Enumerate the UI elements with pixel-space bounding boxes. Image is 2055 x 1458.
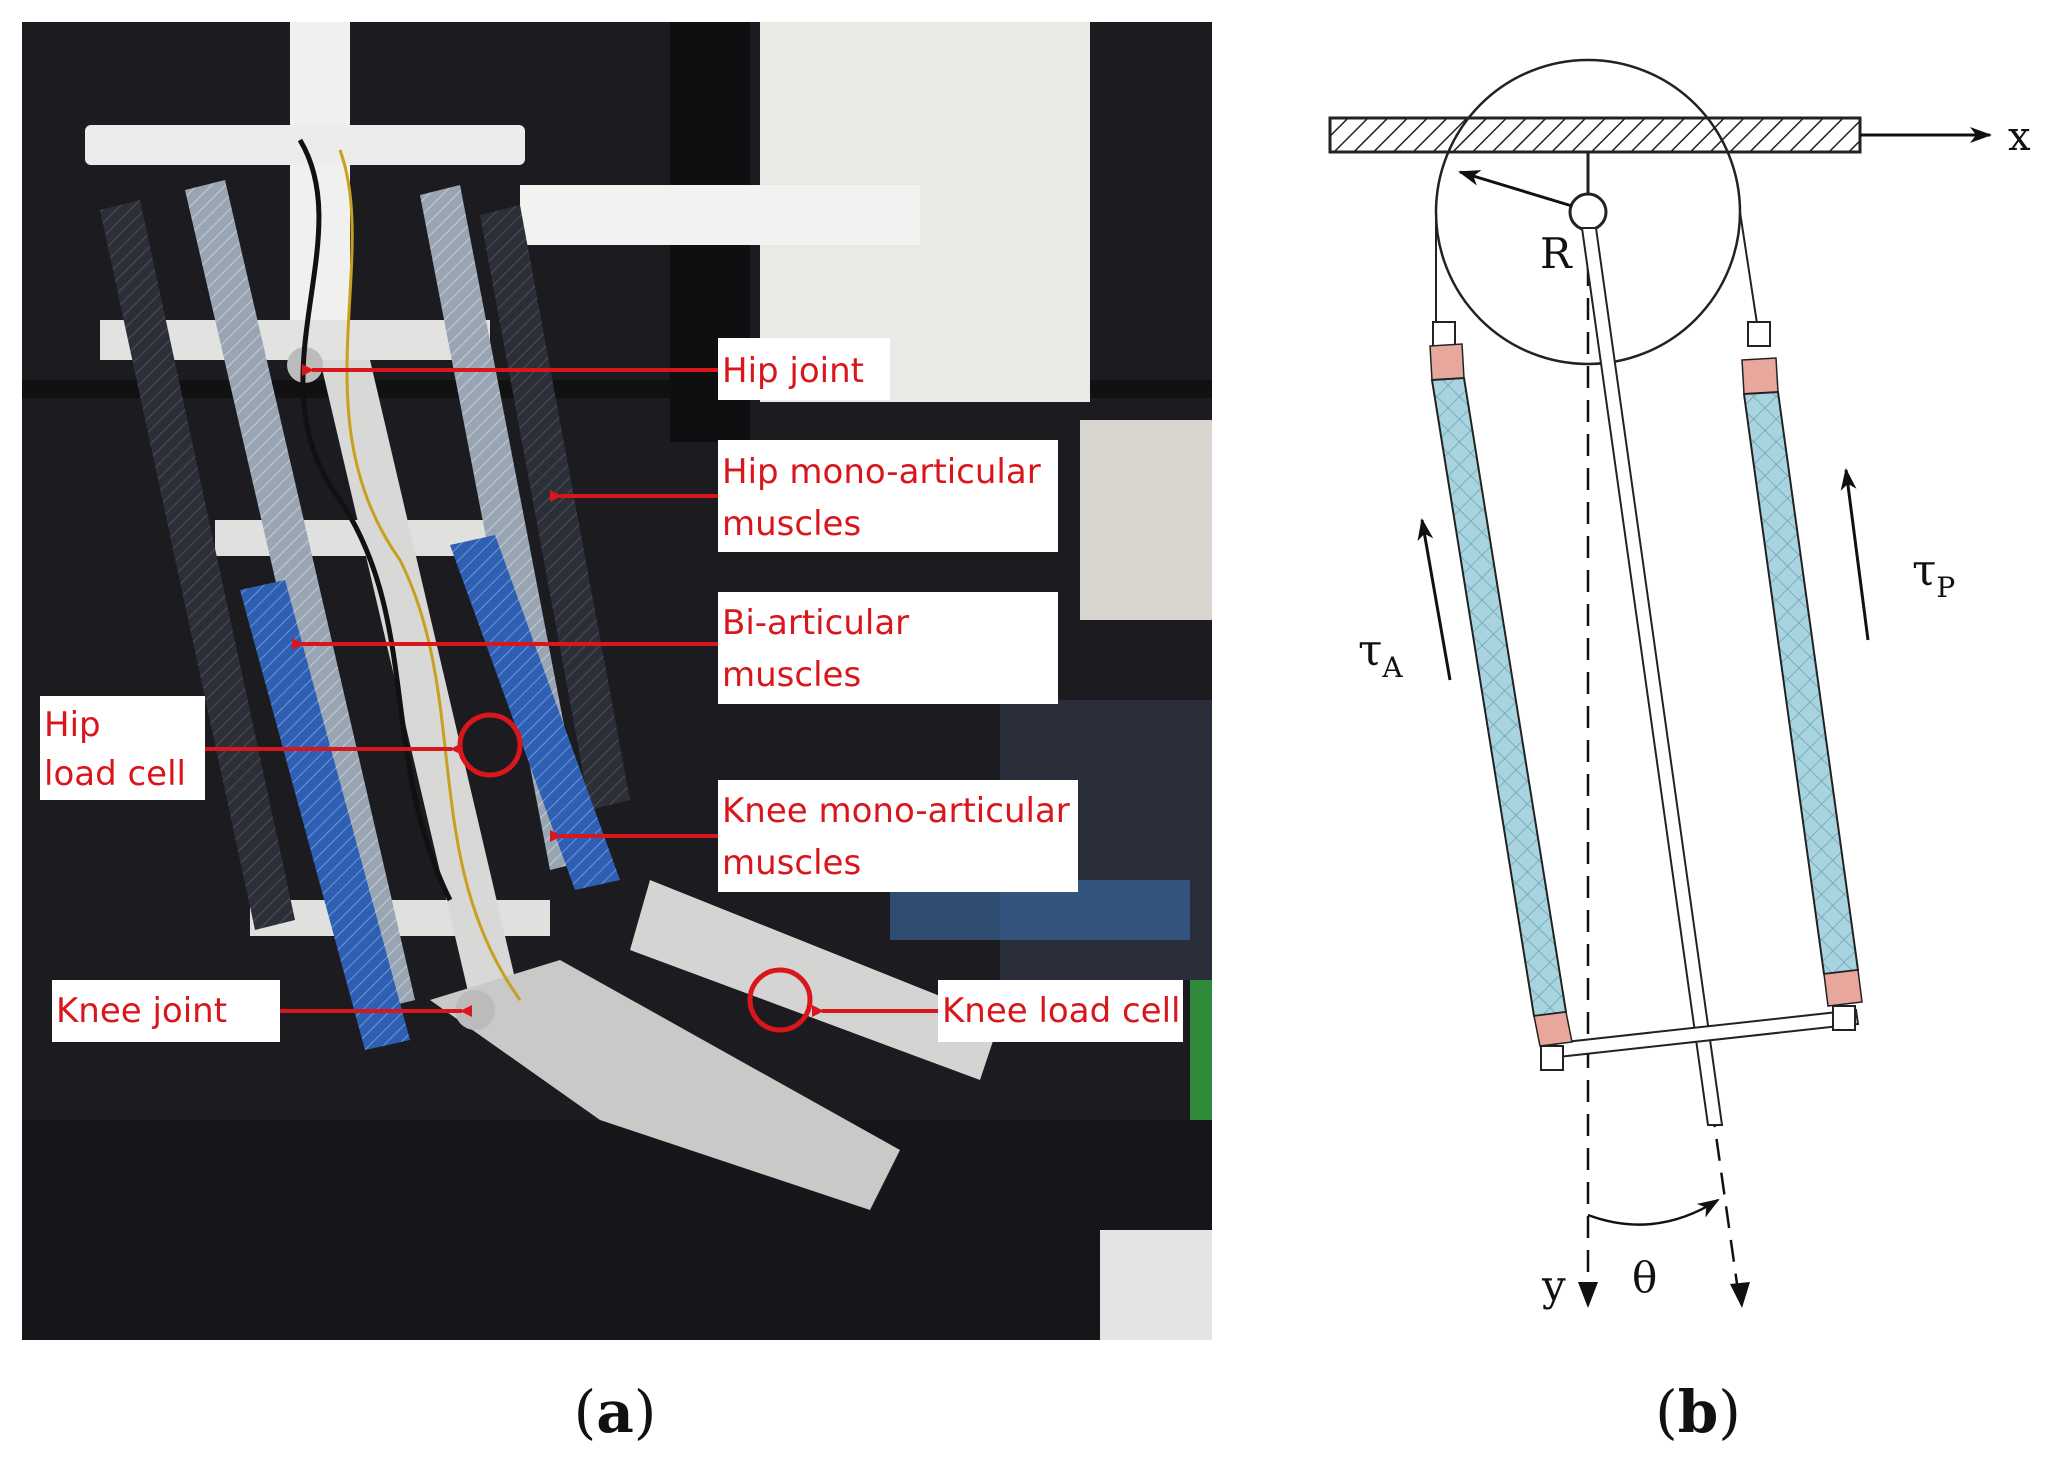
panel-b-schematic: x R [1328,58,2031,1310]
panel-a-caption: (a) [574,1378,657,1446]
knee-load-cell-marker [747,967,813,1033]
muscle-left [1429,321,1573,1071]
lower-crossbar [250,900,550,936]
hip-mono-label-box [718,440,1058,552]
radius-label: R [1540,229,1573,278]
muscle-right-top-cap [1741,357,1779,395]
tau-p-arrow [1840,468,1870,641]
knee-joint-label-box [52,980,280,1042]
panel-b-caption: (b) [1655,1378,1741,1446]
muscle-right-bottom-cap [1823,969,1863,1007]
bi-articular-muscle-gray-left [185,180,415,1010]
y-axis-label: y [1541,1261,1566,1310]
white-stand [1100,1230,1212,1340]
muscle-left-bottom-cap [1533,1011,1573,1047]
link-axis-arrowhead [1730,1282,1750,1308]
muscle-left-top-mount [1432,321,1456,347]
hip-mono-muscle-right [480,205,630,810]
bi-articular-label-line1: Bi-articular [722,603,909,643]
knee-mono-label-line1: Knee mono-articular [722,791,1070,831]
tendon-right [1739,211,1759,331]
knee-muscle-blue-right [450,535,620,890]
knee-load-cell-label-box [938,980,1183,1042]
knee-mono-label-line2: muscles [722,843,861,883]
link-rod [1580,227,1724,1126]
bi-articular-label-box [718,592,1058,704]
hip-load-cell-label-line1: Hip [44,705,101,745]
theta-arc [1587,1198,1720,1226]
hip-load-cell-label-line2: load cell [44,754,186,794]
muscle-right [1741,321,1863,1031]
thigh-link [320,360,520,1000]
tau-a-label: τA [1358,625,1403,684]
cable-bundle [1080,420,1212,620]
radius-arrow [1458,170,1573,208]
x-axis-label: x [2008,114,2031,160]
hip-mono-label-line1: Hip mono-articular [722,452,1041,492]
knee-load-cell-label: Knee load cell [942,991,1180,1031]
hip-pivot [1568,192,1608,232]
muscle-right-bottom-mount [1832,1005,1856,1031]
shank-link [430,960,900,1210]
knee-muscle-blue-left [240,580,410,1050]
hip-joint-label-box [718,338,890,400]
vertical-mast [290,22,350,362]
wire-bundle [297,138,453,902]
muscle-right-top-mount [1747,321,1771,347]
knee-joint-pin [455,990,495,1030]
floor-area [22,1120,1212,1340]
panel-a-photo [22,22,1212,1340]
panel-a-annotations: Hip joint Hip mono-articular muscles Bi-… [40,338,1183,1042]
y-axis-arrowhead [1578,1282,1598,1308]
foot-plate [630,880,1000,1080]
hip-mono-label-line2: muscles [722,504,861,544]
muscle-left-body [1430,376,1568,1018]
green-board [1190,980,1212,1120]
hip-load-cell-label-box [40,696,205,800]
fixed-base [1328,116,1862,154]
signal-wire [338,149,522,1001]
muscle-left-bottom-mount [1540,1045,1564,1071]
horizontal-arm [520,185,920,245]
theta-label: θ [1632,1253,1657,1302]
muscle-right-body [1742,390,1860,976]
knee-mono-label-box [718,780,1078,892]
bi-articular-label-line2: muscles [722,655,861,695]
knee-joint-label: Knee joint [56,991,227,1031]
tau-p-label: τP [1912,545,1955,604]
muscle-left-top-cap [1429,343,1465,381]
hip-joint-label: Hip joint [722,351,864,391]
tau-a-arrow [1417,518,1452,681]
